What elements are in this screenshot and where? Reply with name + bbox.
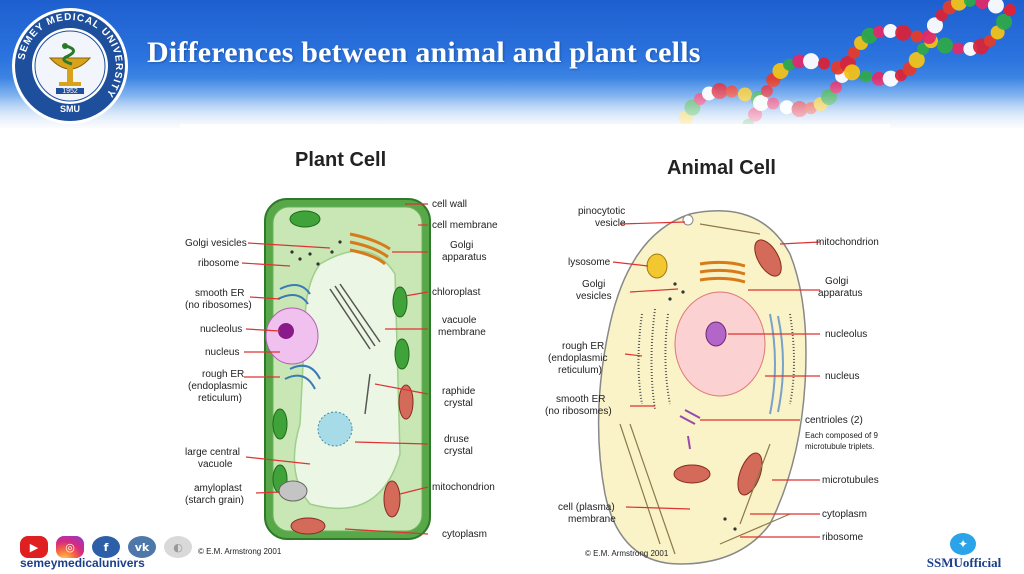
animal-label-rough-er-3: reticulum) [558,365,602,376]
animal-label-mitochondrion: mitochondrion [816,237,879,248]
animal-label-nucleus: nucleus [825,371,859,382]
animal-label-golgi-apparatus-2: apparatus [818,288,862,299]
plant-label-vacuole-2: vacuole [198,459,233,470]
odnoklassniki-icon[interactable]: ◐ [164,536,192,558]
dna-bead [783,58,796,71]
plant-label-amyloplast-2: (starch grain) [185,495,244,506]
dna-bead [987,0,1004,14]
animal-label-cell-membrane-1: cell (plasma) [558,502,615,513]
logo-year: 1952 [62,88,78,95]
dna-bead [910,30,923,43]
cell-diagram-figure: Plant Cell [180,124,890,574]
dna-bead [1004,4,1016,16]
plant-label-cell-wall: cell wall [432,199,467,210]
vk-icon[interactable]: vk [128,536,156,558]
animal-label-rough-er-2: (endoplasmic [548,353,607,364]
animal-label-smooth-er-2: (no ribosomes) [545,406,612,417]
plant-label-druse-2: crystal [444,446,473,457]
plant-label-druse-1: druse [444,434,469,445]
plant-label-smooth-er-2: (no ribosomes) [185,300,252,311]
twitter-icon[interactable]: ✦ [950,533,976,555]
youtube-icon[interactable]: ▶ [20,536,48,558]
plant-label-chloroplast: chloroplast [432,287,481,298]
dna-bead [873,25,886,38]
dna-bead [818,57,831,70]
animal-label-microtubules: microtubules [822,475,879,486]
dna-bead [963,0,976,7]
slide-title: Differences between animal and plant cel… [147,36,701,69]
plant-label-amyloplast-1: amyloplast [194,483,242,494]
dna-bead [984,34,997,47]
dna-bead [883,23,898,38]
dna-bead [908,51,925,68]
plant-label-smooth-er-1: smooth ER [195,288,244,299]
dna-bead [848,46,861,59]
plant-label-golgi-apparatus-1: Golgi [450,240,473,251]
plant-cell: Plant Cell [185,149,498,556]
plant-label-rough-er-1: rough ER [202,369,244,380]
animal-cell: Animal Cell [545,157,879,565]
animal-label-ribosome: ribosome [822,532,864,543]
animal-label-cytoplasm: cytoplasm [822,509,867,520]
plant-label-golgi-vesicles: Golgi vesicles [185,238,247,249]
dna-bead [792,54,807,69]
plant-label-vacuole-membrane-1: vacuole [442,315,477,326]
animal-label-golgi-vesicles-1: Golgi [582,279,605,290]
plant-credit: © E.M. Armstrong 2001 [198,547,282,556]
plant-label-nucleus: nucleus [205,347,239,358]
plant-label-raphide-2: crystal [444,398,473,409]
plant-cell-title: Plant Cell [295,149,386,171]
dna-bead [975,0,990,10]
animal-label-smooth-er-1: smooth ER [556,394,605,405]
plant-label-cell-membrane: cell membrane [432,220,498,231]
plant-label-cytoplasm: cytoplasm [442,529,487,540]
animal-label-centrioles: centrioles (2) [805,415,863,426]
cell-diagram-svg: Plant Cell [185,149,879,565]
dna-bead [937,37,954,54]
plant-label-vacuole-1: large central [185,447,240,458]
plant-label-ribosome: ribosome [198,258,240,269]
animal-label-golgi-apparatus-1: Golgi [825,276,848,287]
dna-bead [952,42,965,55]
animal-label-nucleolus: nucleolus [825,329,867,340]
site-link[interactable]: semeymedicalunivers [20,556,145,570]
animal-label-rough-er-1: rough ER [562,341,604,352]
plant-label-nucleolus: nucleolus [200,324,242,335]
animal-label-golgi-vesicles-2: vesicles [576,291,612,302]
plant-label-rough-er-3: reticulum) [198,393,242,404]
dna-bead [895,24,912,41]
plant-label-mitochondrion: mitochondrion [432,482,495,493]
header-fade [0,78,1024,128]
dna-bead [951,0,968,11]
animal-label-lysosome: lysosome [568,257,611,268]
dna-bead [921,29,936,44]
social-icons: ▶ ◎ f vk ◐ [20,536,192,558]
instagram-icon[interactable]: ◎ [56,536,84,558]
animal-label-centrioles-note-1: Each composed of 9 [805,431,878,440]
animal-label-pinocytotic-2: vesicle [595,218,626,229]
facebook-icon[interactable]: f [92,536,120,558]
plant-label-rough-er-2: (endoplasmic [188,381,247,392]
plant-label-golgi-apparatus-2: apparatus [442,252,486,263]
animal-label-cell-membrane-2: membrane [568,514,616,525]
dna-bead [996,13,1013,30]
twitter-handle[interactable]: ✦ SSMUofficial [914,533,1014,573]
dna-bead [926,17,943,34]
dna-bead [803,53,820,70]
animal-credit: © E.M. Armstrong 2001 [585,549,669,558]
university-logo: SEMEY MEDICAL UNIVERSITY 1952 SMU [12,8,128,124]
slide-header [0,0,1024,128]
animal-label-pinocytotic-1: pinocytotic [578,206,625,217]
plant-label-raphide-1: raphide [442,386,476,397]
twitter-label[interactable]: SSMUofficial [926,555,1002,570]
animal-cell-title: Animal Cell [667,157,776,179]
plant-label-vacuole-membrane-2: membrane [438,327,486,338]
animal-label-centrioles-note-2: microtubule triplets. [805,442,874,451]
logo-abbr: SMU [60,104,80,114]
dna-bead [844,64,861,81]
